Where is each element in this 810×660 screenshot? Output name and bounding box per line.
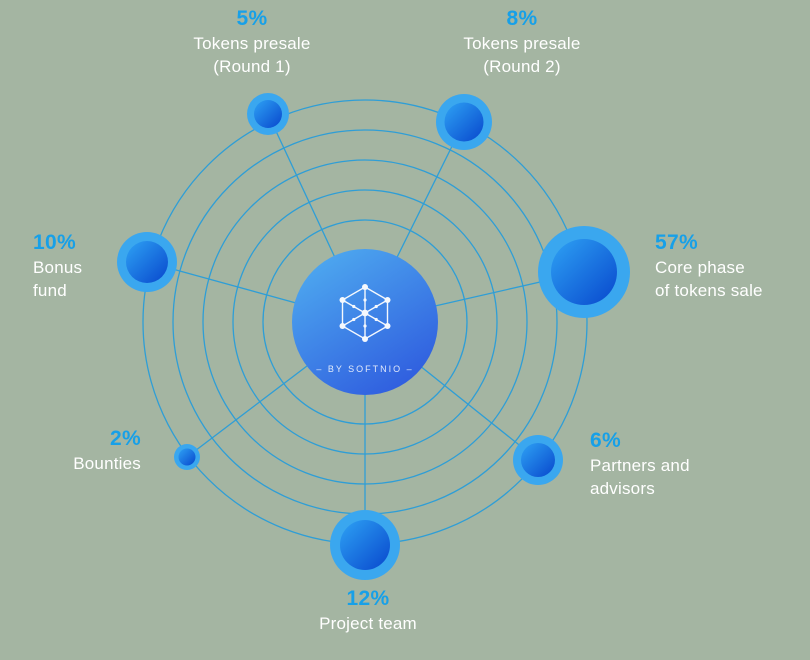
node-tokens-presale-round-2 (436, 94, 492, 150)
node-core (521, 443, 555, 477)
label-line: Tokens presale (193, 34, 311, 53)
label-line: of tokens sale (655, 281, 763, 300)
label-tokens-presale-round-1: 5% Tokens presale (Round 1) (193, 6, 310, 78)
node-core (444, 102, 484, 142)
node-core (126, 241, 168, 283)
label-line: Core phase (655, 258, 745, 277)
label-core-phase: 57% Core phase of tokens sale (655, 230, 763, 302)
label-bounties: 2% Bounties (73, 426, 141, 475)
percent-value: 10% (33, 231, 76, 254)
label-tokens-presale-round-2: 8% Tokens presale (Round 2) (463, 6, 580, 78)
node-core (254, 100, 282, 128)
label-line: Partners and (590, 456, 690, 475)
brand-text: – BY SOFTNIO – (316, 364, 413, 374)
node-core (340, 520, 390, 570)
percent-value: 5% (236, 7, 268, 30)
node-bonus-fund (117, 232, 177, 292)
percent-value: 6% (590, 429, 621, 452)
center-hub: – BY SOFTNIO – (292, 249, 438, 395)
node-tokens-presale-round-1 (247, 93, 289, 135)
label-line: Tokens presale (463, 34, 581, 53)
label-line: (Round 2) (483, 57, 561, 76)
node-core (551, 239, 617, 305)
percent-value: 2% (110, 427, 141, 450)
label-line: advisors (590, 479, 655, 498)
label-line: Bonus (33, 258, 83, 277)
percent-value: 8% (506, 7, 538, 30)
percent-value: 12% (346, 587, 390, 610)
label-line: Bounties (73, 454, 141, 473)
percent-value: 57% (655, 231, 698, 254)
label-bonus-fund: 10% Bonus fund (33, 230, 82, 302)
label-line: (Round 1) (213, 57, 291, 76)
hexagon-network-icon (339, 284, 391, 342)
node-partners-advisors (513, 435, 563, 485)
node-core-phase (538, 226, 630, 318)
node-bounties (174, 444, 200, 470)
label-partners-advisors: 6% Partners and advisors (590, 428, 690, 500)
node-core (178, 448, 196, 466)
label-line: fund (33, 281, 67, 300)
label-project-team: 12% Project team (319, 586, 417, 635)
node-project-team (330, 510, 400, 580)
label-line: Project team (319, 614, 417, 633)
